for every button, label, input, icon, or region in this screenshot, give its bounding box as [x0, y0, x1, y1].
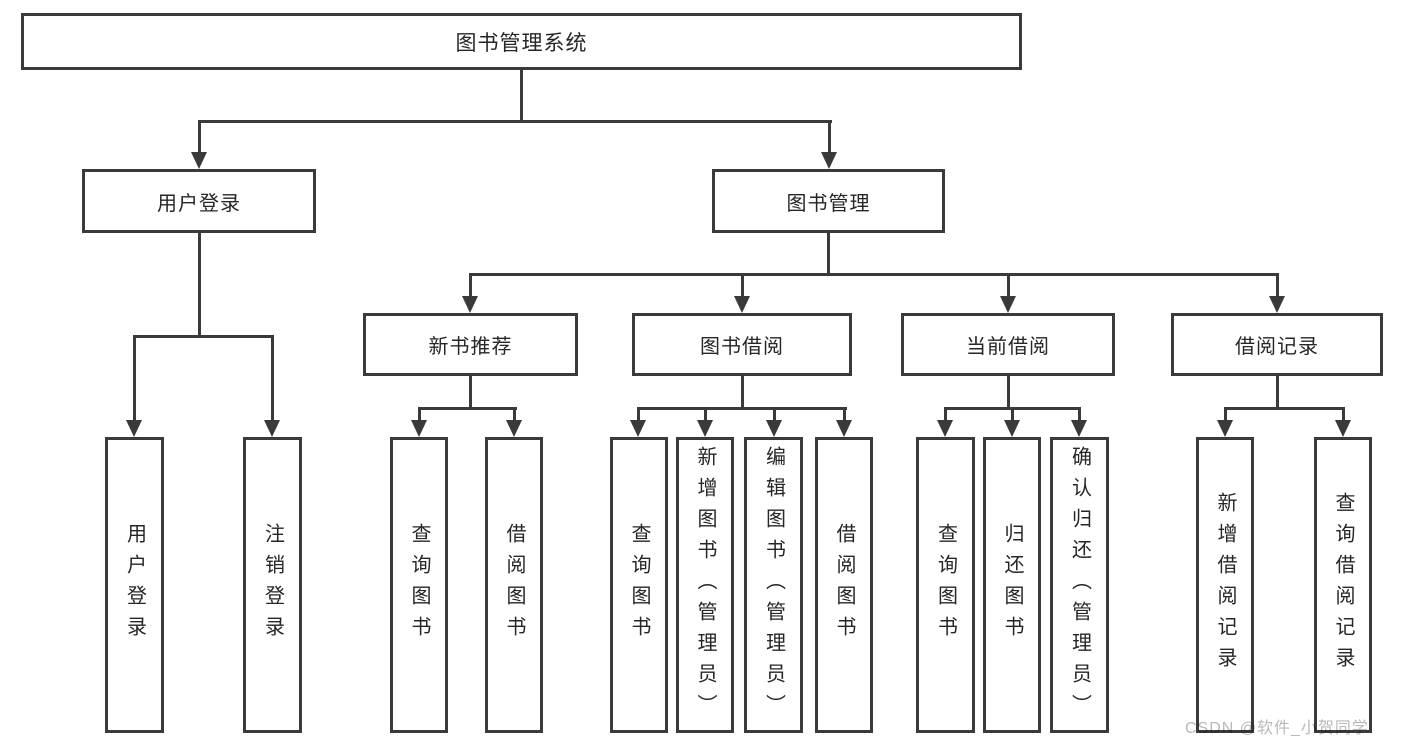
arrowhead-down-icon: [836, 420, 852, 437]
arrowhead-down-icon: [766, 420, 782, 437]
node-label: 新书推荐: [428, 336, 513, 358]
node-borrow-records: 借阅记录: [1171, 313, 1383, 376]
arrowhead-down-icon: [1000, 296, 1016, 313]
connector-vline: [469, 376, 472, 410]
leaf-label: 新增图书（管理员）: [694, 445, 716, 725]
node-book-management: 图书管理: [712, 169, 945, 233]
connector-vline: [827, 233, 830, 276]
leaf-query-borrow-record: 查询借阅记录: [1314, 437, 1372, 733]
connector-vline: [513, 407, 516, 420]
connector-vline: [198, 120, 201, 152]
leaf-label: 注销登录: [261, 523, 284, 647]
arrowhead-down-icon: [506, 420, 522, 437]
leaf-query-book-current: 查询图书: [916, 437, 975, 733]
node-label: 图书管理: [786, 192, 871, 215]
arrowhead-down-icon: [630, 420, 646, 437]
connector-vline: [133, 335, 136, 420]
leaf-query-book-recommend: 查询图书: [390, 437, 448, 733]
leaf-label: 编辑图书（管理员）: [762, 445, 785, 725]
arrowhead-down-icon: [264, 420, 280, 437]
node-label: 当前借阅: [966, 336, 1050, 358]
connector-vline: [704, 407, 707, 420]
connector-vline: [1276, 273, 1279, 296]
connector-hline: [1224, 407, 1345, 410]
leaf-add-book-admin: 新增图书（管理员）: [676, 437, 734, 733]
connector-vline: [520, 70, 523, 123]
leaf-label: 查询图书: [628, 523, 650, 647]
connector-hline: [418, 407, 517, 410]
node-label: 借阅记录: [1235, 336, 1319, 358]
leaf-borrow-book: 借阅图书: [815, 437, 873, 733]
leaf-label: 用户登录: [123, 523, 146, 647]
arrowhead-down-icon: [411, 420, 427, 437]
leaf-return-book: 归还图书: [983, 437, 1041, 733]
arrowhead-down-icon: [1269, 296, 1285, 313]
node-book-borrow: 图书借阅: [632, 313, 852, 376]
arrowhead-down-icon: [821, 152, 837, 169]
connector-vline: [741, 273, 744, 296]
leaf-label: 归还图书: [1001, 523, 1023, 647]
connector-vline: [1224, 407, 1227, 420]
arrowhead-down-icon: [1335, 420, 1351, 437]
connector-vline: [1007, 273, 1010, 296]
node-user-login: 用户登录: [82, 169, 316, 233]
node-label: 图书借阅: [700, 336, 784, 358]
arrowhead-down-icon: [734, 296, 750, 313]
arrowhead-down-icon: [1071, 420, 1087, 437]
connector-vline: [1007, 376, 1010, 410]
connector-vline: [418, 407, 421, 420]
leaf-label: 新增借阅记录: [1214, 492, 1236, 678]
leaf-user-login: 用户登录: [105, 437, 164, 733]
connector-vline: [828, 120, 831, 152]
node-new-book-recommend: 新书推荐: [363, 313, 578, 376]
arrowhead-down-icon: [1004, 420, 1020, 437]
leaf-label: 借阅图书: [503, 523, 525, 647]
leaf-label: 借阅图书: [833, 523, 855, 647]
leaf-edit-book-admin: 编辑图书（管理员）: [744, 437, 803, 733]
connector-vline: [637, 407, 640, 420]
arrowhead-down-icon: [462, 296, 478, 313]
connector-vline: [1342, 407, 1345, 420]
connector-hline: [637, 407, 847, 410]
arrowhead-down-icon: [191, 152, 207, 169]
leaf-label: 确认归还（管理员）: [1068, 445, 1091, 725]
node-label: 用户登录: [157, 192, 241, 215]
node-current-borrow: 当前借阅: [901, 313, 1115, 376]
connector-vline: [843, 407, 846, 420]
leaf-confirm-return-admin: 确认归还（管理员）: [1050, 437, 1109, 733]
leaf-logout: 注销登录: [243, 437, 302, 733]
csdn-watermark: CSDN @软件_小贺同学: [1185, 720, 1369, 737]
leaf-query-book: 查询图书: [610, 437, 668, 733]
arrowhead-down-icon: [1217, 420, 1233, 437]
connector-hline: [198, 120, 832, 123]
connector-vline: [741, 376, 744, 410]
leaf-borrow-book-recommend: 借阅图书: [485, 437, 543, 733]
connector-vline: [1276, 376, 1279, 410]
arrowhead-down-icon: [126, 420, 142, 437]
node-label: 图书管理系统: [455, 31, 588, 55]
leaf-label: 查询图书: [934, 523, 957, 647]
arrowhead-down-icon: [697, 420, 713, 437]
node-library-system: 图书管理系统: [21, 13, 1022, 70]
connector-vline: [944, 407, 947, 420]
connector-vline: [1011, 407, 1014, 420]
leaf-label: 查询图书: [408, 523, 430, 647]
connector-hline: [469, 273, 1279, 276]
connector-vline: [773, 407, 776, 420]
connector-vline: [1078, 407, 1081, 420]
connector-vline: [198, 233, 201, 338]
leaf-label: 查询借阅记录: [1332, 492, 1354, 678]
connector-vline: [271, 335, 274, 420]
connector-hline: [133, 335, 274, 338]
connector-vline: [469, 273, 472, 296]
arrowhead-down-icon: [937, 420, 953, 437]
leaf-add-borrow-record: 新增借阅记录: [1196, 437, 1254, 733]
